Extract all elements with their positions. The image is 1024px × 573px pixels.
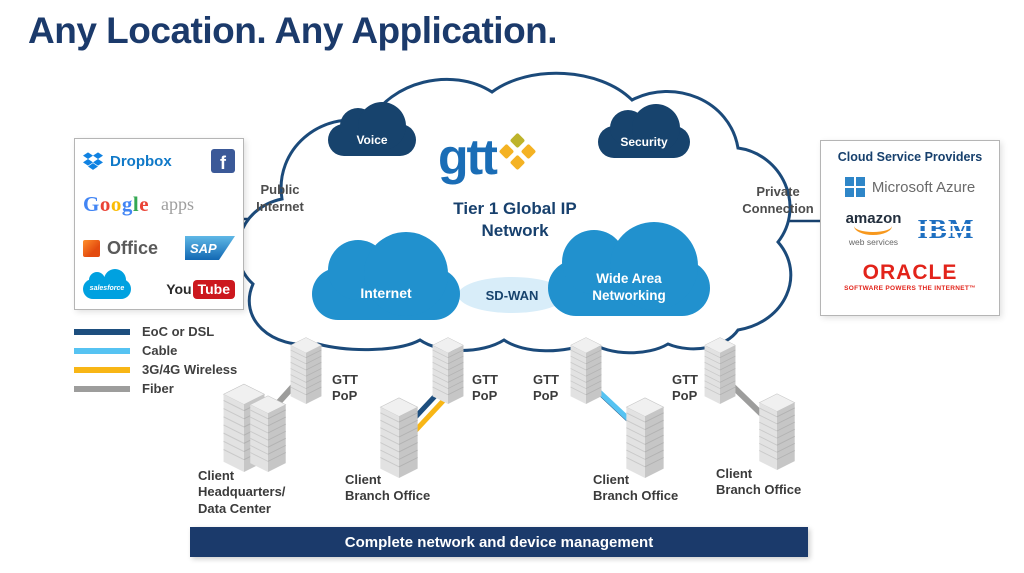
branch2-tower	[625, 397, 665, 478]
azure-wordmark: Microsoft Azure	[871, 178, 976, 196]
oracle-wordmark: ORACLE	[862, 261, 958, 284]
security-cloud: Security	[598, 104, 690, 158]
page-title: Any Location. Any Application.	[28, 10, 558, 51]
office-icon	[83, 239, 100, 257]
aws-logo: amazon web services	[846, 211, 902, 247]
pop2-label: GTT PoP	[472, 372, 498, 404]
dropbox-icon	[83, 151, 103, 170]
microsoft-azure-icon	[844, 177, 865, 197]
legend-item-wireless: 3G/4G Wireless	[74, 360, 237, 379]
wan-label: Wide Area Networking	[592, 271, 666, 303]
google-wordmark: Google	[83, 192, 150, 216]
pop3-label: GTT PoP	[533, 372, 559, 404]
gtt-logo: gtt	[438, 132, 541, 182]
azure-row: Microsoft Azure	[827, 177, 993, 197]
salesforce-wordmark: salesforce	[89, 285, 125, 292]
sdwan-label: SD-WAN	[485, 287, 539, 303]
aws-ibm-row: amazon web services IBM	[827, 211, 993, 247]
aws-subtext: web services	[848, 237, 899, 247]
gtt-logo-text: gtt	[438, 129, 498, 185]
footer-text: Complete network and device management	[344, 533, 654, 551]
legend-label-eoc: EoC or DSL	[142, 324, 215, 339]
site-hq-label: Client Headquarters/ Data Center	[198, 468, 286, 516]
legend: EoC or DSL Cable 3G/4G Wireless Fiber	[74, 322, 237, 398]
security-label: Security	[620, 134, 668, 149]
saas-row-1: Dropbox f	[83, 149, 235, 173]
dropbox-wordmark: Dropbox	[110, 152, 172, 170]
cloud-providers-title: Cloud Service Providers	[837, 150, 983, 164]
network-name: Tier 1 Global IP Network	[453, 199, 577, 241]
pop4-label: GTT PoP	[672, 372, 698, 404]
legend-swatch-wireless	[74, 366, 130, 373]
oracle-row: ORACLE SOFTWARE POWERS THE INTERNET™	[827, 262, 993, 292]
pop1-tower	[290, 337, 322, 404]
gtt-logo-dots-icon	[498, 132, 541, 175]
cloud-providers-panel: Cloud Service Providers Microsoft Azure …	[820, 140, 1000, 316]
legend-label-fiber: Fiber	[142, 381, 174, 396]
google-apps-suffix: apps	[161, 194, 195, 214]
internet-cloud: Internet	[312, 232, 460, 320]
pop1-label: GTT PoP	[332, 372, 358, 404]
saas-row-3: Office SAP	[83, 236, 235, 260]
legend-swatch-fiber	[74, 385, 130, 392]
salesforce-icon: salesforce	[83, 269, 131, 299]
wan-cloud: Wide Area Networking	[548, 222, 710, 316]
private-connection-label: Private Connection	[742, 184, 814, 216]
ibm-logo: IBM	[916, 213, 976, 244]
oracle-tagline: SOFTWARE POWERS THE INTERNET™	[844, 285, 976, 292]
legend-label-wireless: 3G/4G Wireless	[142, 362, 238, 377]
youtube-you: You	[166, 281, 192, 297]
legend-item-cable: Cable	[74, 341, 237, 360]
legend-item-fiber: Fiber	[74, 379, 237, 398]
public-internet-label: Public Internet	[256, 182, 304, 214]
voice-cloud: Voice	[328, 102, 416, 156]
legend-label-cable: Cable	[142, 343, 178, 358]
internet-label: Internet	[360, 285, 412, 302]
saas-row-4: salesforce You Tube	[83, 269, 235, 299]
site-branch1-label: Client Branch Office	[345, 472, 431, 504]
site-branch2-label: Client Branch Office	[593, 472, 679, 504]
site-branch3-label: Client Branch Office	[716, 466, 802, 498]
branch1-tower	[379, 397, 419, 478]
legend-swatch-eoc	[74, 328, 130, 335]
voice-label: Voice	[356, 132, 388, 147]
aws-smile-icon	[854, 223, 893, 235]
pop3-tower	[570, 337, 602, 404]
office-wordmark: Office	[107, 237, 159, 258]
saas-apps-panel: Dropbox f Google apps Office SAP salesfo…	[74, 138, 244, 310]
sap-logo: SAP	[185, 236, 235, 260]
facebook-icon: f	[211, 149, 235, 173]
youtube-tube: Tube	[192, 279, 235, 299]
youtube-logo: You Tube	[166, 279, 235, 299]
hq-tower-front	[249, 395, 287, 472]
branch3-tower	[758, 393, 796, 470]
saas-row-2: Google apps	[83, 192, 235, 217]
legend-swatch-cable	[74, 347, 130, 354]
pop4-tower	[704, 337, 736, 404]
legend-item-eoc: EoC or DSL	[74, 322, 237, 341]
pop2-tower	[432, 337, 464, 404]
footer-banner: Complete network and device management	[190, 527, 808, 557]
